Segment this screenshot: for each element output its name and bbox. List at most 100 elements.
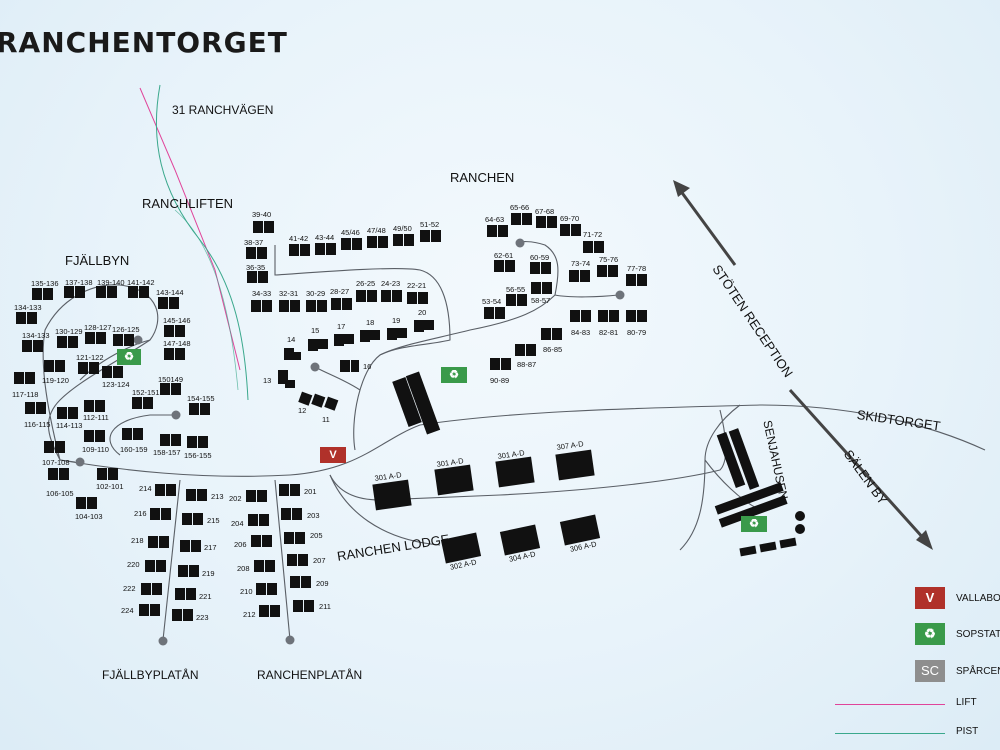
- cabin-label: 214: [139, 484, 152, 493]
- cabin-label: 45/46: [341, 228, 360, 237]
- cabin-label: 107-108: [42, 458, 70, 467]
- legend-vallabod-icon: V: [915, 587, 945, 609]
- cabin-label: 53-54: [482, 297, 502, 306]
- cabin-label: 134-133: [14, 303, 42, 312]
- cabin-label: 134-133: [22, 331, 50, 340]
- cabin-label: 64-63: [485, 215, 505, 224]
- cabin-label: 141-142: [127, 278, 155, 287]
- cabin-label: 145-146: [163, 316, 191, 325]
- cabin-label: 18: [366, 318, 375, 327]
- buildings: [14, 213, 805, 621]
- cabin-label: 202: [229, 494, 242, 503]
- cabin-label: 102-101: [96, 482, 124, 491]
- cabin-label: 152-151: [132, 388, 160, 397]
- cabin-label: 62-61: [494, 251, 514, 260]
- cabin-label: 73-74: [571, 259, 591, 268]
- road-lodge: [329, 474, 441, 546]
- cabin-label: 34-33: [252, 289, 272, 298]
- cabin-label: 114-113: [56, 421, 83, 430]
- cabin-label: 28-27: [330, 287, 350, 296]
- cabin-label: 160-159: [120, 445, 148, 454]
- cabin-label: 38-37: [244, 238, 264, 247]
- cabin-label: 71-72: [583, 230, 603, 239]
- recycle-icon: ♻: [441, 367, 467, 383]
- cabin-label: 60-59: [530, 253, 550, 262]
- cabin-label: 32-31: [279, 289, 299, 298]
- cabin-label: 123-124: [102, 380, 130, 389]
- cabin-label: 30-29: [306, 289, 326, 298]
- cabin-label: 67-68: [535, 207, 555, 216]
- road-end-dot: [75, 457, 85, 467]
- road-main: [59, 404, 986, 477]
- cabin-label: 220: [127, 560, 140, 569]
- cabin-label: 204: [231, 519, 244, 528]
- cabin-label: 51-52: [420, 220, 440, 229]
- legend-lift-label: LIFT: [956, 697, 977, 708]
- road-ranchen: [274, 245, 451, 451]
- label-fjallbyn: FJÄLLBYN: [65, 253, 130, 268]
- legend-sparcentral-label: SPÅRCENTRAL: [956, 666, 1000, 677]
- road-end-dot: [133, 335, 143, 345]
- recycle-icon: ♻: [741, 516, 767, 532]
- cabin-label: 80-79: [627, 328, 647, 337]
- cabin-label: 137-138: [65, 278, 93, 287]
- label-ranchliften: RANCHLIFTEN: [142, 196, 234, 211]
- cabin-label: 147-148: [163, 339, 191, 348]
- cabin-label: 210: [240, 587, 253, 596]
- cabin-label: 212: [243, 610, 256, 619]
- label-road-31: 31 RANCHVÄGEN: [172, 103, 274, 117]
- cabin-label: 150149: [158, 375, 184, 384]
- cabin-label: 203: [307, 511, 320, 520]
- recycle-icon: ♻: [915, 623, 945, 645]
- cabin-label: 117-118: [12, 390, 39, 399]
- road-end-dot: [615, 290, 625, 300]
- cabin-label: 49/50: [393, 224, 412, 233]
- vallabod-marker: V: [320, 447, 346, 463]
- cabin-label: 77-78: [627, 264, 647, 273]
- cabin-label: 130-129: [55, 327, 83, 336]
- arrowhead: [673, 180, 690, 197]
- road-end-dot: [158, 636, 168, 646]
- arrow-stoten: [678, 189, 737, 266]
- road-ranchen-pla: [274, 479, 291, 641]
- cabin-label: 201: [304, 487, 317, 496]
- cabin-label: 158-157: [153, 448, 181, 457]
- cabin-label: 41-42: [289, 234, 309, 243]
- cabin-label: 90-89: [490, 376, 510, 385]
- road-branch: [79, 339, 151, 381]
- cabin-label: 208: [237, 564, 250, 573]
- cabin-label: 222: [123, 584, 136, 593]
- cabin-label: 65-66: [510, 203, 530, 212]
- road-ranchen: [379, 294, 556, 356]
- cabin-label: 19: [392, 316, 401, 325]
- cabin-label: 209: [316, 579, 329, 588]
- cabin-label: 156-155: [184, 451, 212, 460]
- road-end-dot: [171, 410, 181, 420]
- cabin-label: 20: [418, 308, 427, 317]
- road-branch: [59, 459, 76, 463]
- cabin-label: 22-21: [407, 281, 427, 290]
- cabin-label: 16: [363, 362, 372, 371]
- road-end-dot: [515, 238, 525, 248]
- arrowhead: [916, 530, 933, 550]
- cabin-label: 11: [322, 415, 330, 424]
- map-title: RANCHENTORGET: [0, 26, 288, 59]
- arrow-salen: [788, 388, 927, 542]
- cabin-label: 13: [263, 376, 272, 385]
- cabin-label: 219: [202, 569, 215, 578]
- cabin-label: 128-127: [84, 323, 112, 332]
- cabin-label: 216: [134, 509, 147, 518]
- road-end-dot: [310, 362, 320, 372]
- piste-line: [174, 209, 239, 391]
- lift-line: [139, 87, 241, 371]
- cabin-label: 56-55: [506, 285, 526, 294]
- road-loop: [109, 414, 175, 456]
- legend-pist-line: [835, 733, 945, 734]
- cabin-label: 154-155: [187, 394, 215, 403]
- legend-vallabod-label: VALLABOD: [956, 593, 1000, 604]
- cabin-label: 139-140: [97, 278, 125, 287]
- legend-sparcentral-icon: SC: [915, 660, 945, 682]
- cabin-label: 143-144: [156, 288, 184, 297]
- cabin-label: 106-105: [46, 489, 74, 498]
